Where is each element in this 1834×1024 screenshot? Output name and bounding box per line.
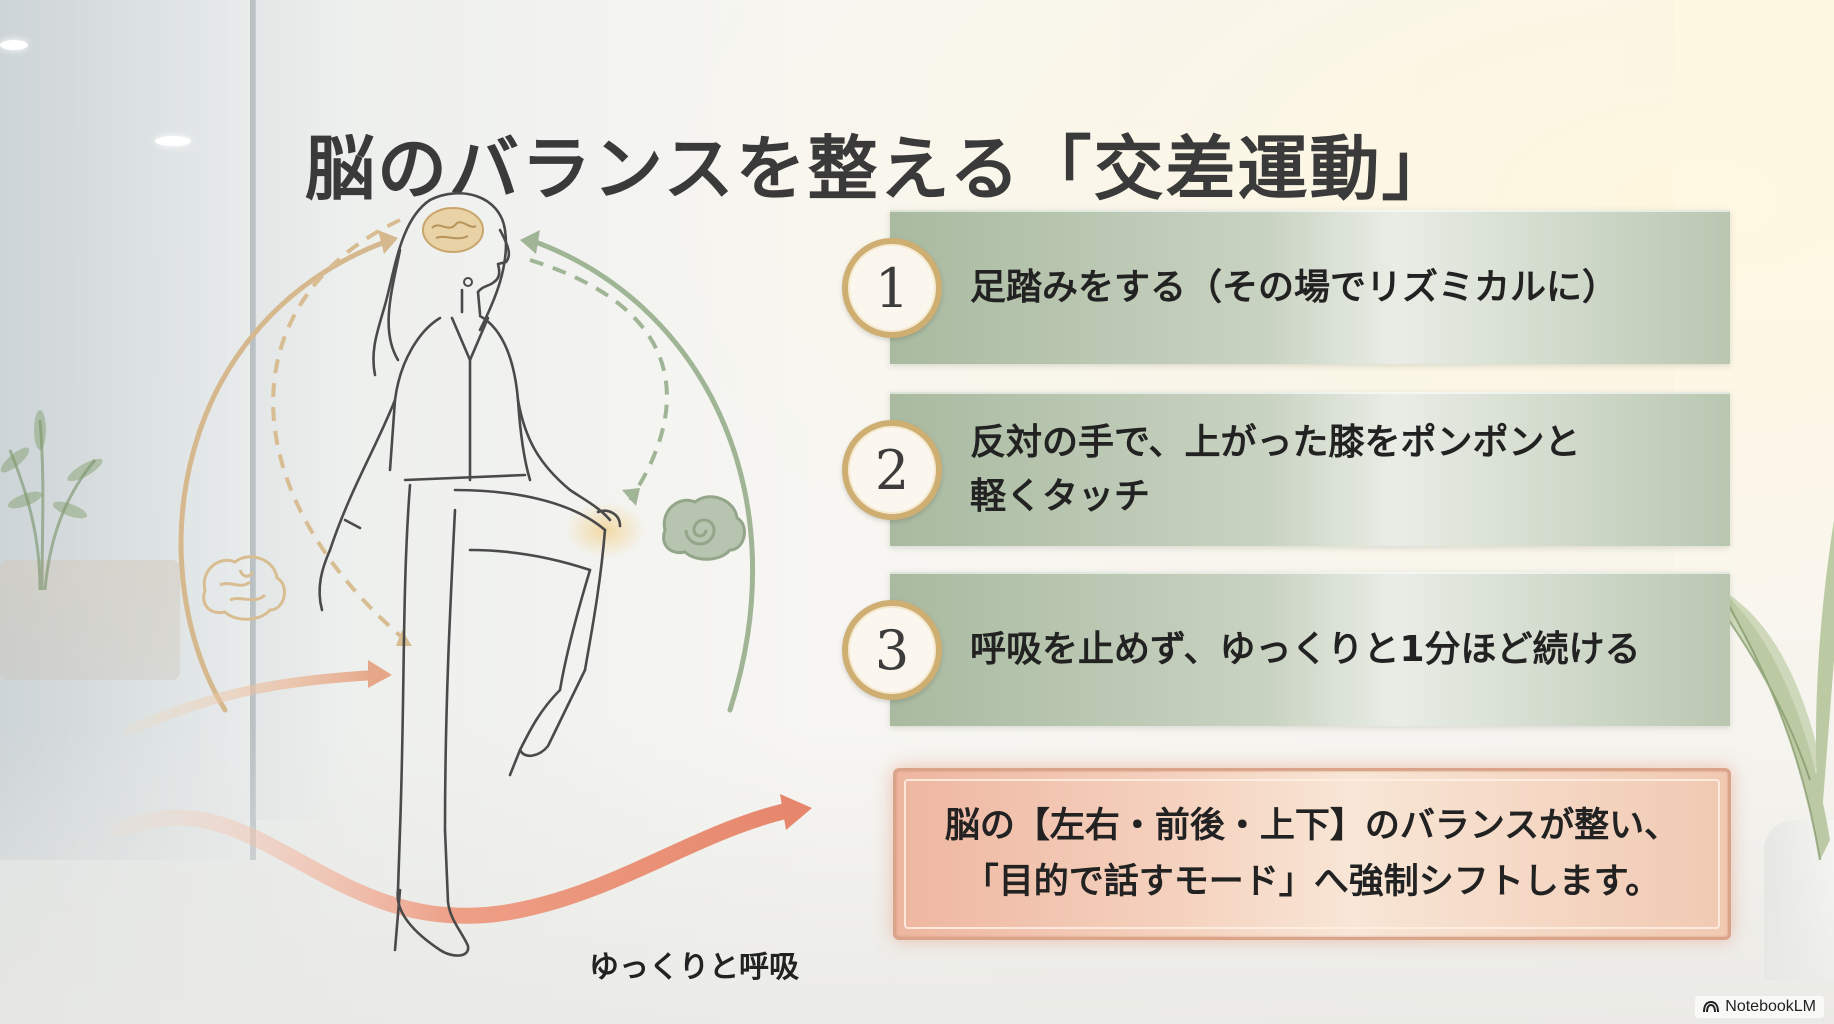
ceiling-light: [0, 40, 28, 50]
step-number-badge: 1: [842, 238, 942, 338]
glass-wall: [0, 0, 256, 860]
breath-label: ゆっくりと呼吸: [589, 950, 799, 985]
step-card-3: 3 呼吸を止めず、ゆっくりと1分ほど続ける: [842, 572, 1730, 726]
step-number-badge: 3: [842, 600, 942, 700]
step-text: 呼吸を止めず、ゆっくりと1分ほど続ける: [970, 629, 1641, 670]
result-text: 脳の【左右・前後・上下】のバランスが整い、 「目的で話すモード」へ強制シフトしま…: [896, 771, 1728, 937]
step-number-badge: 2: [842, 420, 942, 520]
slide-title: 脳のバランスを整える「交差運動」: [305, 126, 1454, 210]
breath-wave: [112, 802, 798, 924]
notebooklm-logo-icon: [1703, 1001, 1720, 1013]
step-card-1: 1 足踏みをする（その場でリズミカルに）: [842, 210, 1730, 364]
background-table: [0, 560, 180, 680]
notebooklm-watermark: NotebookLM: [1695, 996, 1824, 1018]
cross-movement-illustration: ゆっくりと呼吸: [0, 190, 860, 990]
step-text: 反対の手で、上がった膝をポンポンと 軽くタッチ: [970, 422, 1581, 517]
gold-dashed-arc-arrow: [271, 218, 407, 642]
left-plant-illustration: [0, 410, 103, 590]
breath-wave: [125, 670, 380, 735]
result-line-1: 脳の【左右・前後・上下】のバランスが整い、: [944, 806, 1680, 846]
brain-icon: [662, 495, 746, 561]
step-text: 足踏みをする（その場でリズミカルに）: [970, 267, 1619, 308]
green-arc-arrow: [527, 237, 756, 713]
woman-figure-drawing: [112, 192, 812, 957]
result-line-2: 「目的で話すモード」へ強制シフトします。: [963, 862, 1661, 902]
green-dashed-arc-arrow: [529, 258, 669, 502]
watermark-label: NotebookLM: [1725, 998, 1816, 1015]
ceiling-light: [155, 136, 191, 146]
brain-icon: [202, 555, 286, 621]
gold-arc-arrow: [178, 237, 393, 713]
result-callout: 脳の【左右・前後・上下】のバランスが整い、 「目的で話すモード」へ強制シフトしま…: [893, 768, 1731, 940]
step-card-2: 2 反対の手で、上がった膝をポンポンと 軽くタッチ: [842, 392, 1730, 546]
head-brain-icon: [422, 207, 484, 253]
